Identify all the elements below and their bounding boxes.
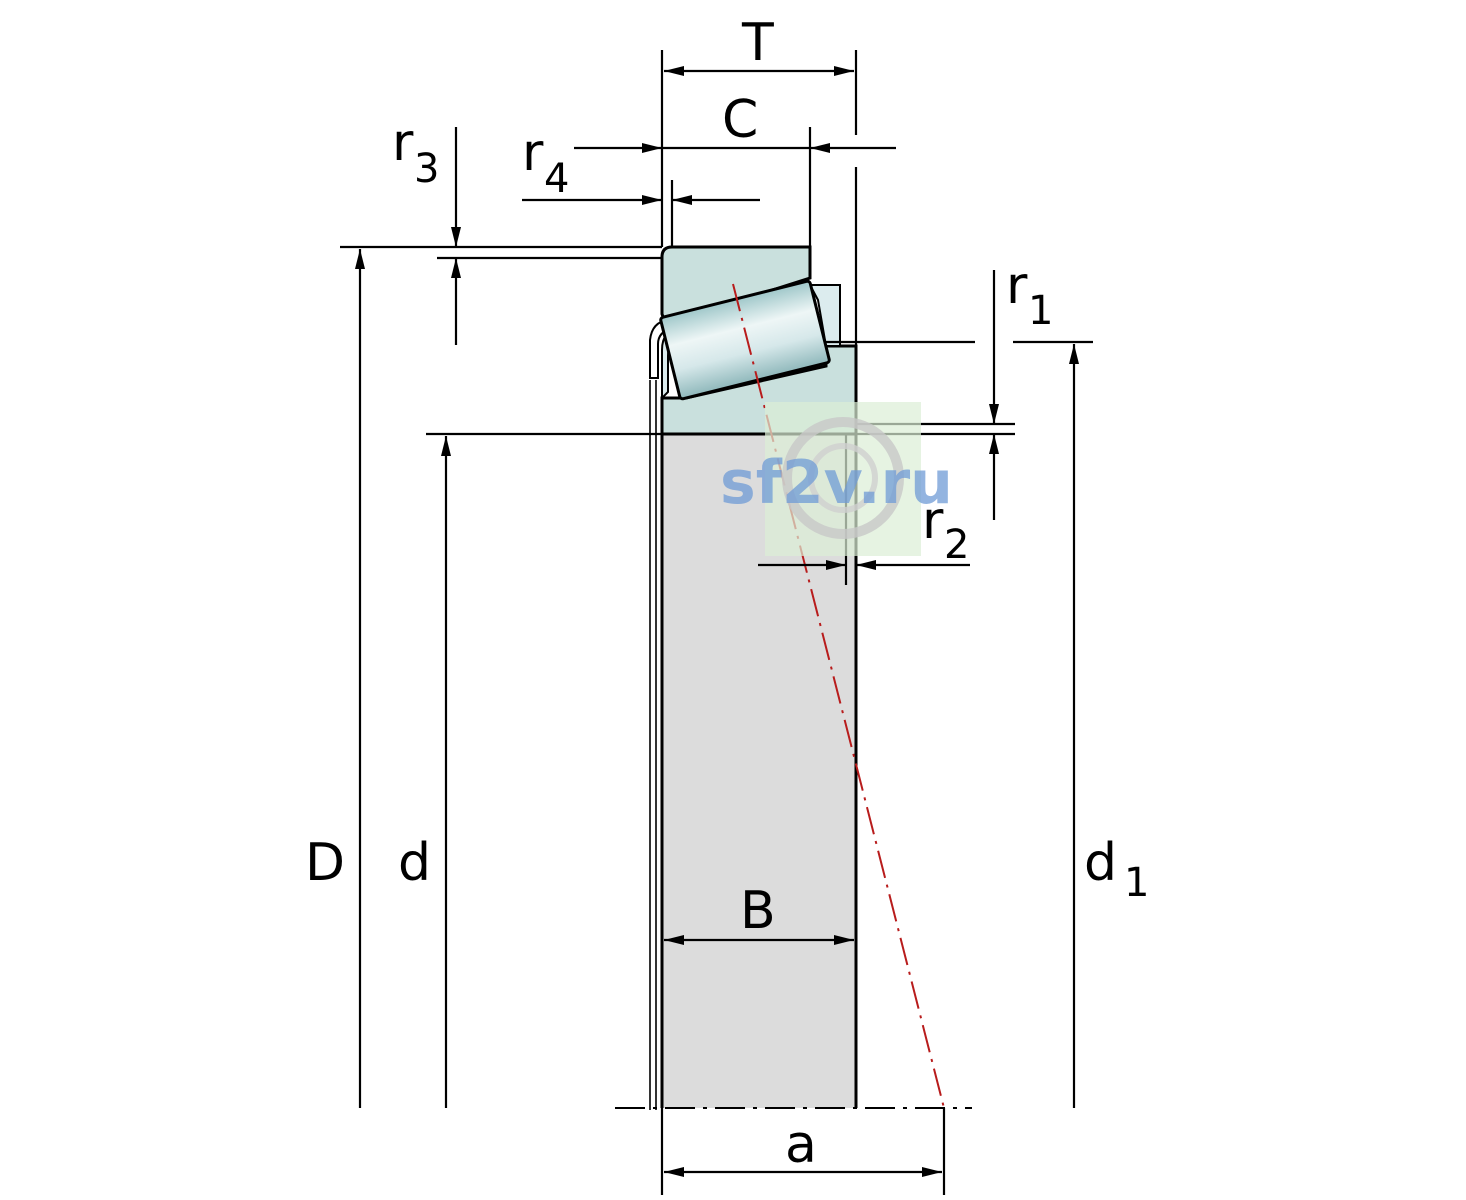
label-r3-sub: 3 <box>414 146 439 192</box>
label-a: a <box>785 1115 817 1175</box>
label-r3: r <box>392 113 414 173</box>
label-d1-sub: 1 <box>1124 860 1149 906</box>
tapered-roller <box>659 279 831 401</box>
label-r2-sub: 2 <box>944 522 969 568</box>
label-C: C <box>722 90 758 150</box>
watermark-text: sf2v.ru <box>720 448 953 518</box>
label-d1: d <box>1084 833 1117 893</box>
label-D: D <box>305 833 345 893</box>
label-T: T <box>741 13 774 73</box>
label-r1: r <box>1006 256 1028 316</box>
label-r4-sub: 4 <box>544 156 569 202</box>
cage-right <box>808 284 841 347</box>
label-d: d <box>398 833 431 893</box>
label-r4: r <box>522 123 544 183</box>
watermark-bearing-inner-icon <box>808 443 878 513</box>
label-r2: r <box>922 491 944 551</box>
watermark: sf2v.ru <box>720 402 953 556</box>
label-B: B <box>740 881 776 941</box>
watermark-bearing-icon <box>782 417 904 539</box>
label-r1-sub: 1 <box>1028 288 1053 334</box>
